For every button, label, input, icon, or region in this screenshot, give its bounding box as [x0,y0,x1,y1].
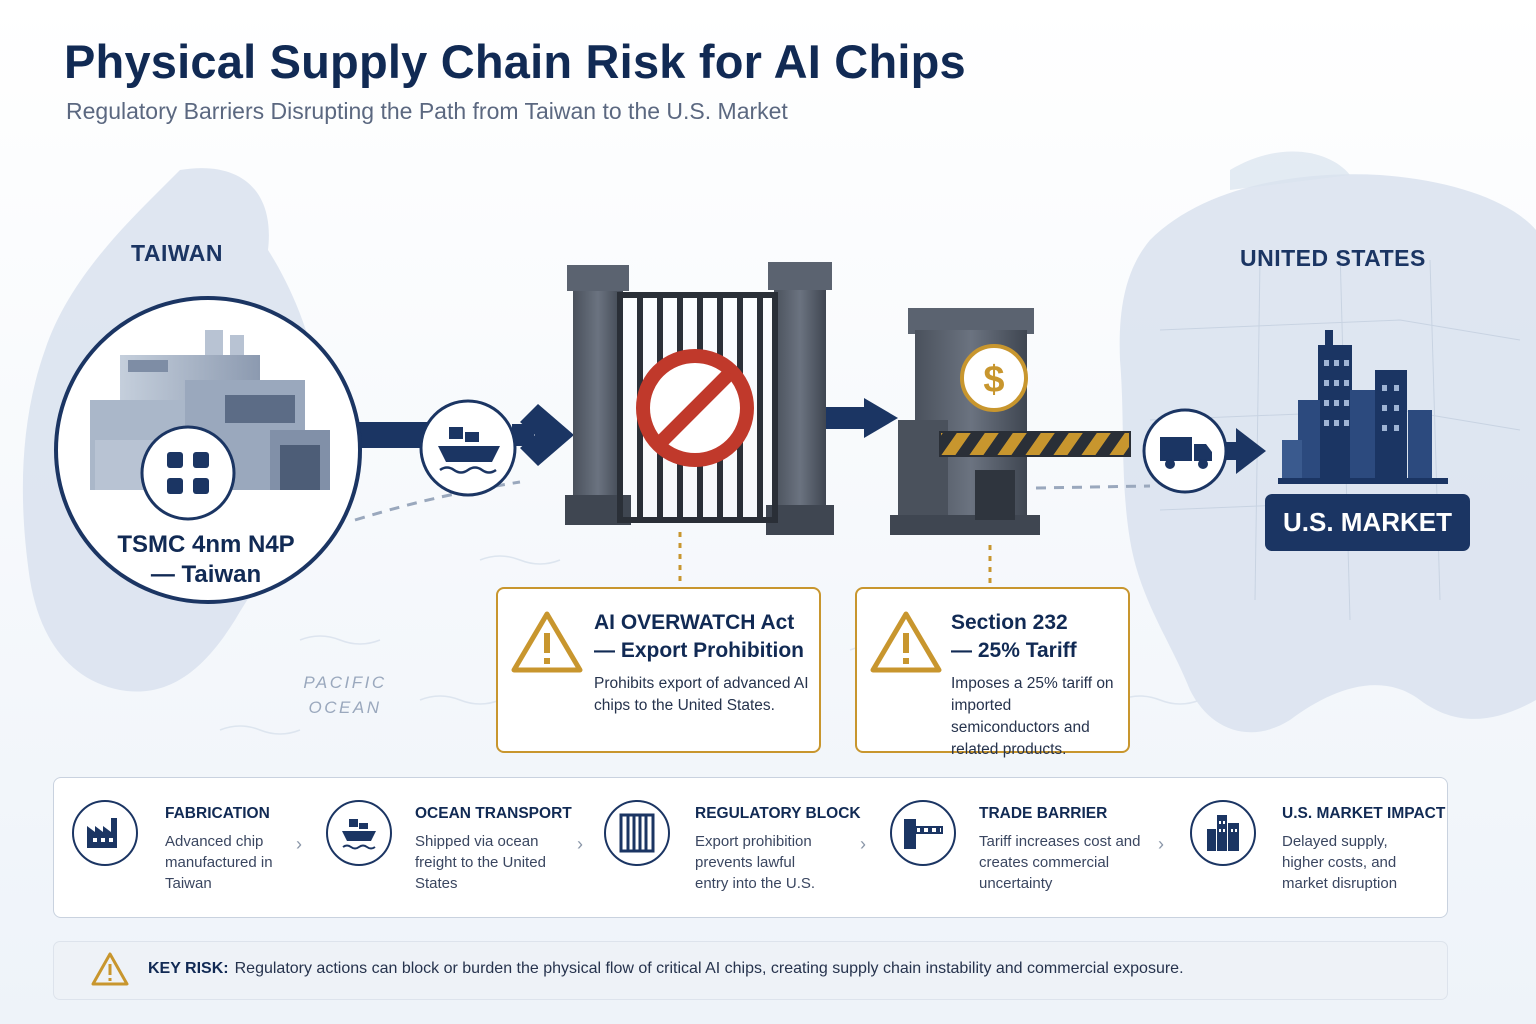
gate-icon [604,800,670,866]
chevron-right-icon: › [296,834,302,854]
us-market-badge: U.S. MARKET [1265,494,1470,551]
barrier-icon [890,800,956,866]
callout-body: Prohibits export of advanced AI chips to… [594,675,809,714]
origin-label: TAIWAN [131,240,224,266]
tariff-booth: $ [890,308,1131,535]
key-risk-text: KEY RISK:Regulatory actions can block or… [148,960,1184,977]
callout-title: AI OVERWATCH Act — Export Prohibition [594,611,804,662]
key-risk-banner: KEY RISK:Regulatory actions can block or… [53,941,1448,1000]
dollar-sign: $ [983,359,1004,401]
chevron-right-icon: › [860,834,866,854]
route-arrow-2 [864,398,898,438]
flow-step-us-market-impact: U.S. MARKET IMPACT Delayed supply, highe… [1190,778,1445,917]
warning-icon [870,611,942,673]
route-arrow-1 [520,404,574,466]
page-title: Physical Supply Chain Risk for AI Chips [64,35,966,88]
factory-icon [72,800,138,866]
flow-step-fabrication: FABRICATION Advanced chip manufactured i… [72,778,302,917]
flow-step-ocean-transport: OCEAN TRANSPORT Shipped via ocean freigh… [326,778,586,917]
barrier-arm [939,431,1131,457]
flow-step-regulatory-block: REGULATORY BLOCK Export prohibition prev… [604,778,874,917]
warning-icon [91,952,129,986]
route-arrow-shaft [345,422,435,448]
skyline-icon [1190,800,1256,866]
callout-title: Section 232 — 25% Tariff [951,611,1077,662]
warning-icon [511,611,583,673]
dollar-coin-icon [960,344,1028,412]
chevron-right-icon: › [1158,834,1164,854]
callout-export-prohibition: AI OVERWATCH Act — Export Prohibition Pr… [496,587,821,753]
callout-body: Imposes a 25% tariff on imported semicon… [951,675,1114,758]
ocean-label: PACIFIC OCEAN [303,673,387,717]
callout-section-232-tariff: Section 232 — 25% Tariff Imposes a 25% t… [855,587,1130,758]
chip-badge [140,425,236,521]
key-risk-label: KEY RISK: [148,960,229,977]
fab-label: TSMC 4nm N4P — Taiwan [117,531,295,588]
destination-label: UNITED STATES [1240,245,1426,271]
cargo-ship-icon [326,800,392,866]
route-arrow-3 [1236,428,1266,474]
chevron-right-icon: › [577,834,583,854]
page-subtitle: Regulatory Barriers Disrupting the Path … [66,98,788,124]
process-flow-panel: FABRICATION Advanced chip manufactured i… [53,777,1448,918]
truck-icon [1160,437,1212,469]
chip-icon [167,452,209,494]
regulatory-gate [565,262,834,535]
skyline-icon [1278,330,1448,484]
flow-step-trade-barrier: TRADE BARRIER Tariff increases cost and … [890,778,1170,917]
fab-building-icon [90,330,330,490]
cargo-ship-icon [438,427,500,474]
